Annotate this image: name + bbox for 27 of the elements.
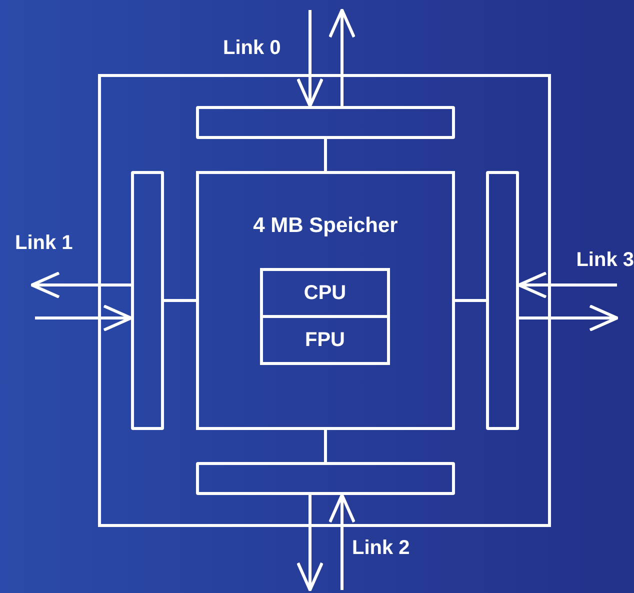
unit-label: FPU [305,328,345,352]
unit-box [260,315,390,365]
connector-line [324,430,327,462]
link-label: Link 3 [576,249,634,272]
arrow [328,494,356,590]
memory-block [196,171,455,430]
arrow [296,495,324,592]
arrow [328,8,356,106]
arrow [518,272,617,298]
link-label: Link 0 [223,37,281,60]
connector-line [324,139,327,171]
unit-label: CPU [304,282,346,304]
arrow [296,10,324,108]
bus-bar [486,171,519,430]
link-label: Link 2 [352,537,410,560]
link-label: Link 1 [15,232,73,255]
unit-box [260,268,390,318]
bus-bar [196,106,455,139]
arrow [35,304,132,332]
arrow [30,272,131,298]
connector-line [164,299,196,302]
frame-box [98,74,551,527]
bus-bar [196,462,455,495]
bus-bar [131,171,164,430]
block-title: 4 MB Speicher [253,214,398,238]
arrow [519,304,618,332]
connector-line [455,299,486,302]
